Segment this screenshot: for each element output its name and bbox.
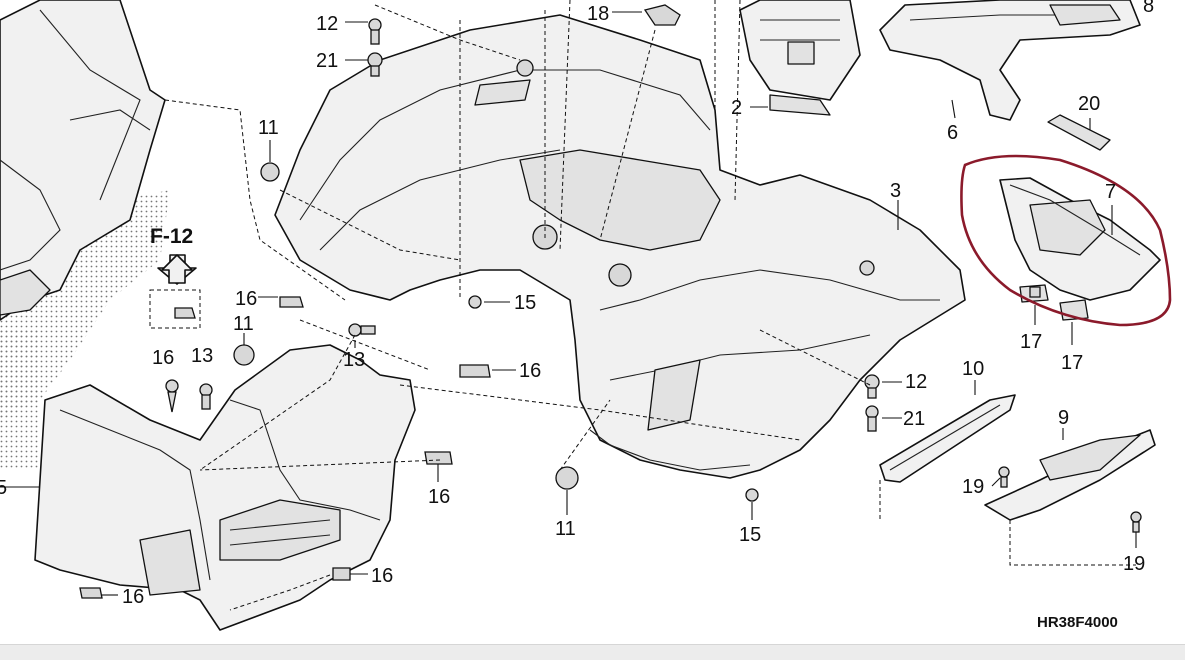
label-19: 19: [1123, 553, 1145, 575]
label-17: 17: [1061, 352, 1083, 374]
label-12: 12: [316, 13, 338, 35]
highlight-circle: [960, 154, 1172, 327]
label-12: 12: [905, 371, 927, 393]
label-11: 11: [233, 313, 254, 335]
label-5: 5: [0, 477, 7, 499]
bottom-bar: [0, 644, 1185, 660]
label-17: 17: [1020, 331, 1042, 353]
label-2: 2: [731, 97, 742, 119]
label-9: 9: [1058, 407, 1069, 429]
label-16: 16: [122, 586, 144, 608]
part-labels: 12 21 18 8 2 6 20 11 3 7 15 16 11 16 13 …: [0, 0, 1154, 631]
label-19: 19: [962, 476, 984, 498]
f12-callout: [149, 254, 201, 329]
parts-diagram: 12 21 18 8 2 6 20 11 3 7 15 16 11 16 13 …: [0, 0, 1172, 631]
label-16: 16: [519, 360, 541, 382]
diagram-ref-code: HR38F4000: [1037, 614, 1118, 631]
rear-fender: [274, 14, 966, 479]
part-9-tray: [984, 429, 1156, 521]
label-13: 13: [191, 345, 213, 367]
left-mudguard: [34, 344, 416, 631]
label-16: 16: [371, 565, 393, 587]
label-16: 16: [235, 288, 257, 310]
label-11: 11: [258, 117, 279, 139]
part-2-bracket: [739, 0, 861, 116]
label-11: 11: [555, 518, 576, 540]
label-15: 15: [739, 524, 761, 546]
part-10-strip: [879, 394, 1016, 483]
label-15: 15: [514, 292, 536, 314]
label-16: 16: [152, 347, 174, 369]
label-18: 18: [587, 3, 609, 25]
label-13: 13: [343, 349, 365, 371]
label-6: 6: [947, 122, 958, 144]
label-16: 16: [428, 486, 450, 508]
label-8: 8: [1143, 0, 1154, 17]
label-10: 10: [962, 358, 984, 380]
callout-f12: F-12: [150, 225, 193, 248]
part-8-cover: [879, 0, 1141, 121]
label-20: 20: [1078, 93, 1100, 115]
part-20-strap: [1047, 114, 1111, 151]
label-3: 3: [890, 180, 901, 202]
label-21: 21: [316, 50, 338, 72]
label-21: 21: [903, 408, 925, 430]
left-front-fender: [0, 0, 166, 321]
dotted-shading: [0, 190, 170, 470]
fasteners: [79, 4, 1142, 599]
label-7: 7: [1105, 181, 1116, 203]
part-7-bracket: [999, 177, 1161, 321]
leader-lines: [0, 0, 1137, 611]
